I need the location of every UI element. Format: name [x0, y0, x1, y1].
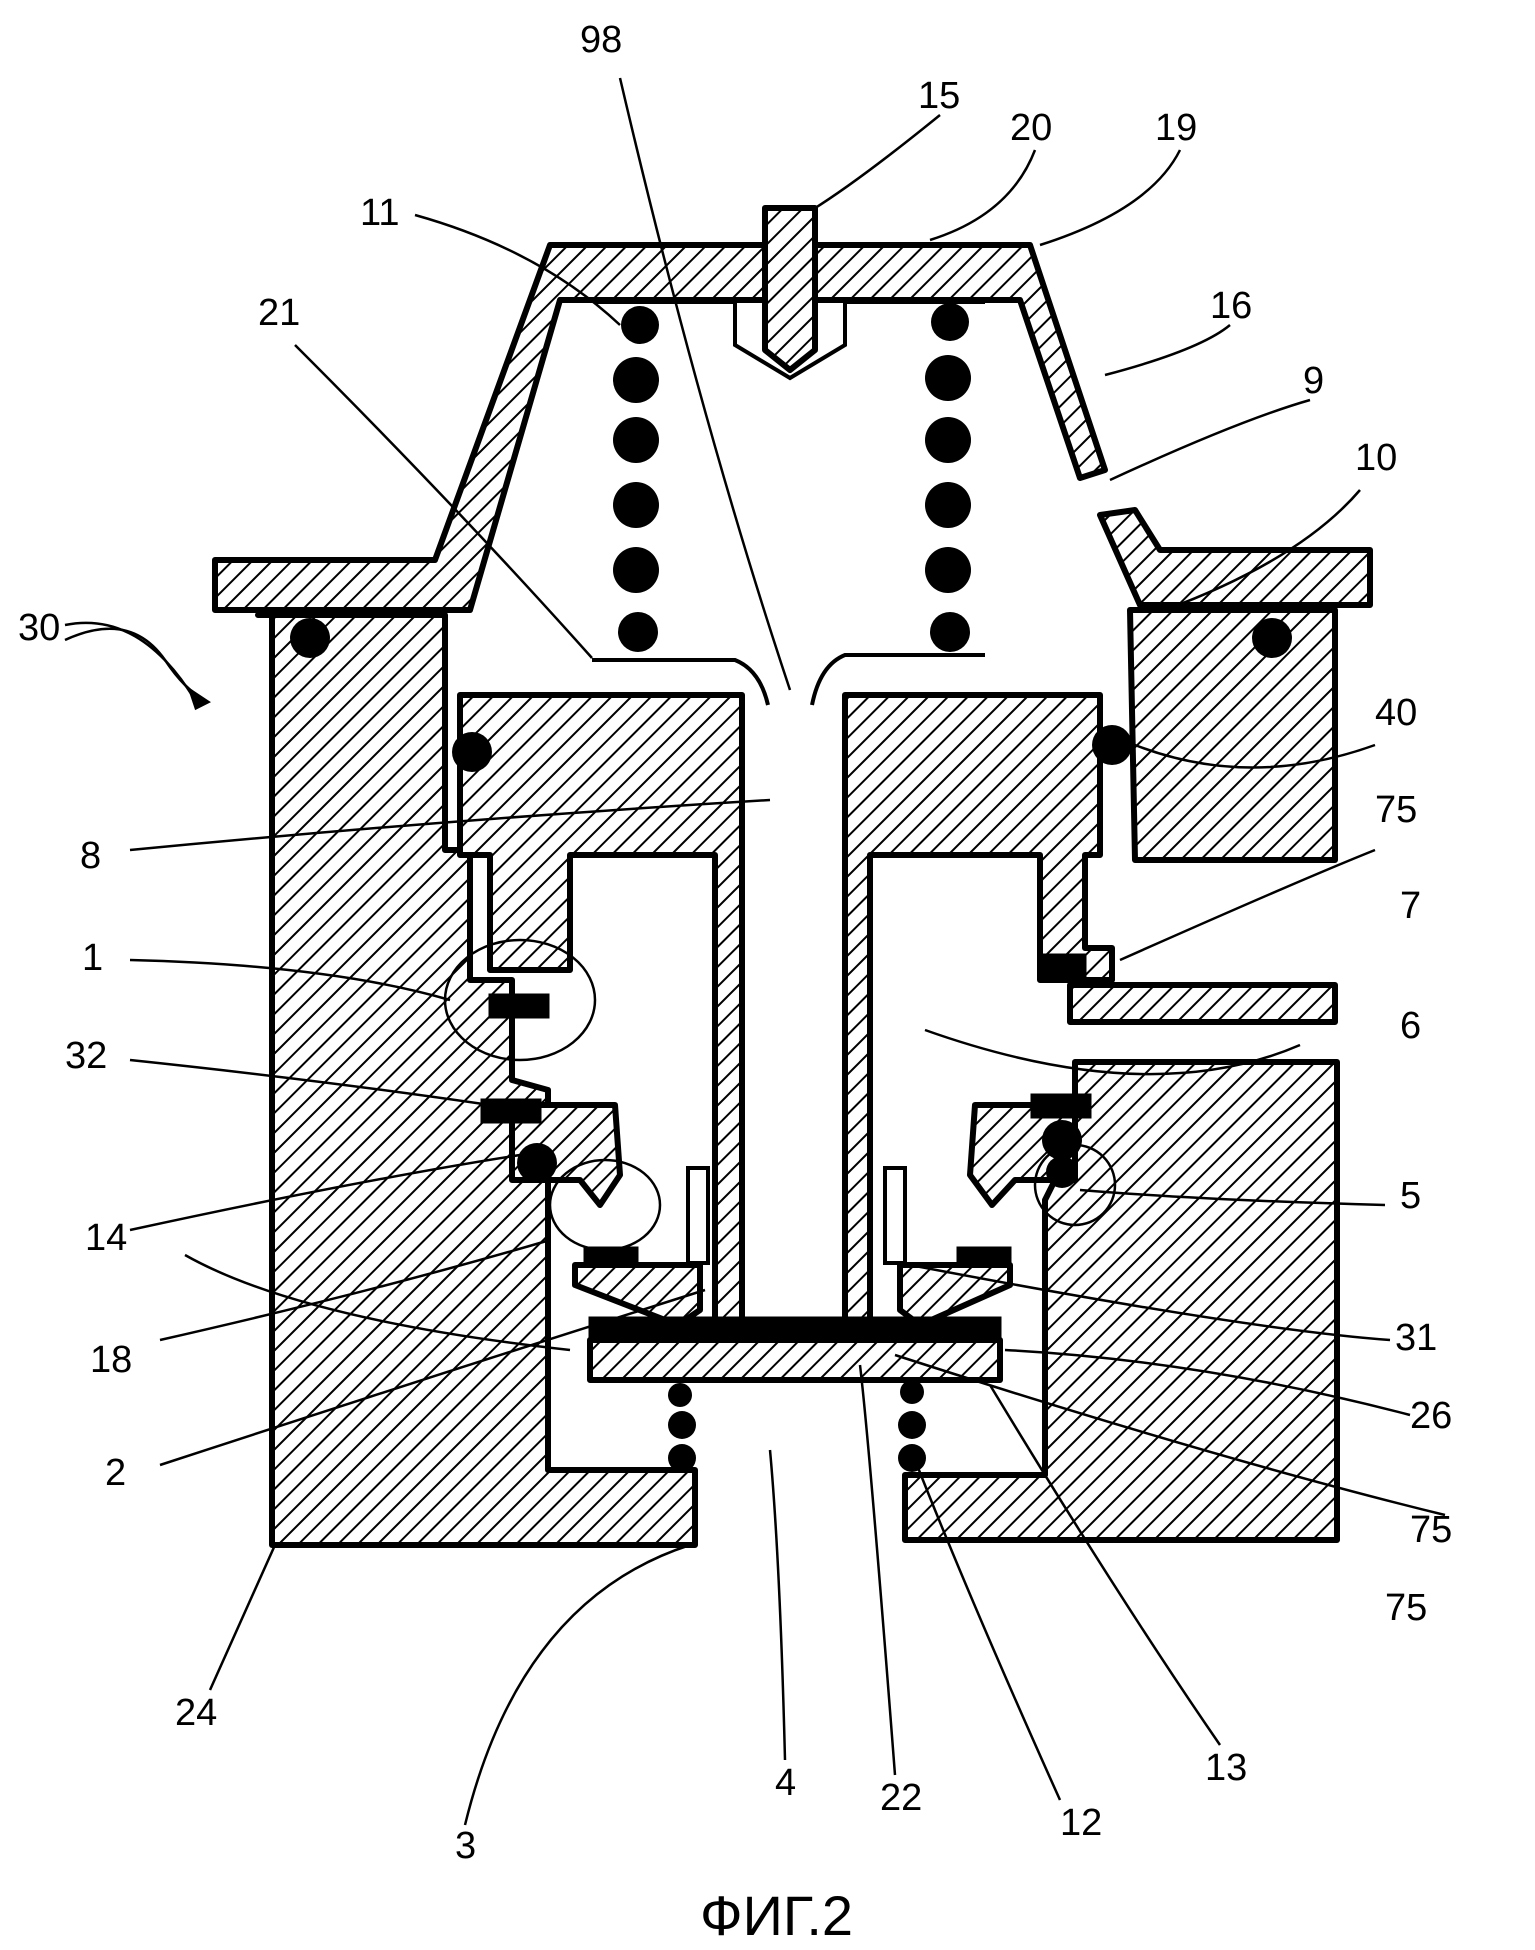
- label-1: 1: [82, 937, 103, 979]
- label-16: 16: [1210, 285, 1252, 327]
- label-3: 3: [455, 1825, 476, 1867]
- label-15: 15: [918, 75, 960, 117]
- label-21: 21: [258, 292, 300, 334]
- label-6: 6: [1400, 1005, 1421, 1047]
- outlet-wall-7: [1067, 982, 1338, 1025]
- o-rings: [290, 618, 1292, 1188]
- figure-caption: ФИГ.2: [700, 1884, 853, 1947]
- label-75a: 75: [1375, 789, 1417, 831]
- detail-circle-a: [548, 1158, 662, 1252]
- pin-31-right: [883, 1166, 907, 1265]
- label-14: 14: [85, 1217, 127, 1259]
- label-24: 24: [175, 1692, 217, 1734]
- seat-left: [572, 1262, 703, 1328]
- valve-disc-seal: [588, 1316, 1002, 1342]
- label-20: 20: [1010, 107, 1052, 149]
- label-18: 18: [90, 1339, 132, 1381]
- cover-right-flange: [1097, 507, 1373, 608]
- label-98: 98: [580, 19, 622, 61]
- body-right: [1127, 607, 1338, 863]
- reference-labels: 98 15 20 19 11 16 21 9 10 30 40 75 8 7 1…: [18, 19, 1452, 1867]
- spring-plate-upper: [595, 300, 985, 381]
- main-spring: [613, 303, 971, 652]
- label-40: 40: [1375, 692, 1417, 734]
- label-32: 32: [65, 1035, 107, 1077]
- label-12: 12: [1060, 1802, 1102, 1844]
- arrow-30-head: [187, 686, 211, 711]
- pin-15: [762, 205, 818, 373]
- label-2: 2: [105, 1452, 126, 1494]
- label-75b: 75: [1410, 1509, 1452, 1551]
- label-19: 19: [1155, 107, 1197, 149]
- label-31: 31: [1395, 1317, 1437, 1359]
- label-10: 10: [1355, 437, 1397, 479]
- label-75c: 75: [1385, 1587, 1427, 1629]
- arrow-30: [64, 627, 206, 702]
- label-30: 30: [18, 607, 60, 649]
- label-26: 26: [1410, 1395, 1452, 1437]
- leader-lines: [64, 77, 1446, 1826]
- lower-spring: [668, 1380, 926, 1472]
- piston-8: [457, 692, 745, 1348]
- label-11: 11: [360, 192, 399, 234]
- cover-cap: [212, 242, 1108, 613]
- body-left: [255, 612, 698, 1548]
- label-4: 4: [775, 1762, 796, 1804]
- label-9: 9: [1303, 360, 1324, 402]
- valve-disc: [587, 1337, 1003, 1383]
- label-22: 22: [880, 1777, 922, 1819]
- spring-plate-lower-right: [810, 653, 985, 706]
- spring-plate-lower: [592, 658, 770, 706]
- detail-circle-1: [443, 938, 597, 1062]
- detail-circle-b: [1033, 1143, 1117, 1227]
- label-13: 13: [1205, 1747, 1247, 1789]
- seals: [480, 953, 1092, 1266]
- label-5: 5: [1400, 1175, 1421, 1217]
- label-8: 8: [80, 835, 101, 877]
- label-7: 7: [1400, 885, 1421, 927]
- pin-31-left: [686, 1166, 710, 1265]
